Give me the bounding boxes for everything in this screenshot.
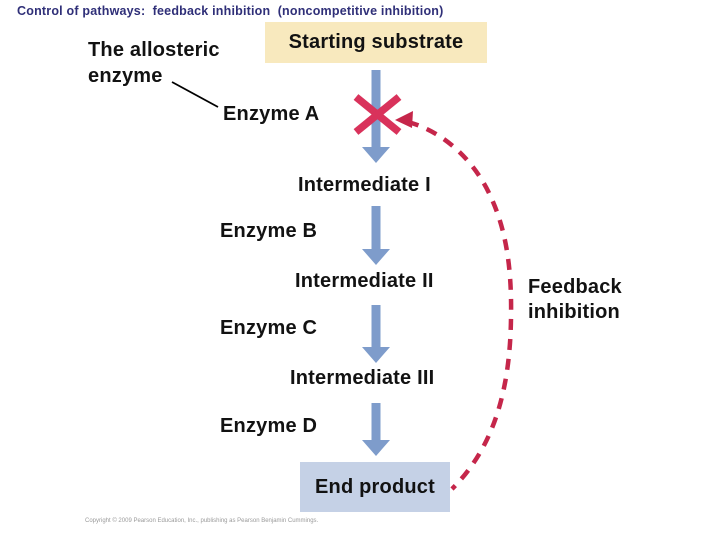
pathway-arrow-head xyxy=(362,347,390,363)
inhibition-x-stroke xyxy=(353,94,402,135)
starting-substrate-label: Starting substrate xyxy=(288,31,464,53)
starting-substrate-box: Starting substrate xyxy=(265,22,487,63)
inhibition-x-icon xyxy=(353,94,402,135)
copyright-text: Copyright © 2009 Pearson Education, Inc.… xyxy=(85,518,319,524)
pathway-arrow-head xyxy=(362,147,390,163)
end-product-box: End product xyxy=(300,462,450,512)
end-product-label: End product xyxy=(315,475,435,498)
feedback-inhibition-label-line2: inhibition xyxy=(528,301,620,323)
feedback-inhibition-arrow xyxy=(395,111,514,491)
intermediate-i-label: Intermediate I xyxy=(298,174,431,196)
slide-title: Control of pathways: feedback inhibition… xyxy=(17,4,444,18)
pathway-arrow-head xyxy=(362,249,390,265)
feedback-inhibition-label: Feedback inhibition xyxy=(528,275,622,325)
feedback-inhibition-label-line1: Feedback xyxy=(528,276,622,298)
allosteric-enzyme-label-line1: The allosteric xyxy=(88,39,220,61)
pathway-down-arrow-4 xyxy=(362,403,390,456)
allosteric-enzyme-label: The allosteric enzyme xyxy=(88,37,220,89)
pathway-down-arrow-3 xyxy=(362,305,390,363)
intermediate-ii-label: Intermediate II xyxy=(295,270,434,292)
pathway-down-arrow-1 xyxy=(362,70,390,163)
enzyme-d-label: Enzyme D xyxy=(220,415,318,437)
intermediate-iii-label: Intermediate III xyxy=(290,367,435,389)
enzyme-b-label: Enzyme B xyxy=(220,220,318,242)
pathway-arrow-head xyxy=(362,440,390,456)
enzyme-a-label: Enzyme A xyxy=(223,103,320,125)
inhibition-x-stroke xyxy=(353,94,402,135)
feedback-arrowhead-icon xyxy=(395,111,413,128)
enzyme-c-label: Enzyme C xyxy=(220,317,318,339)
allosteric-enzyme-label-line2: enzyme xyxy=(88,65,163,87)
pathway-down-arrow-2 xyxy=(362,206,390,265)
